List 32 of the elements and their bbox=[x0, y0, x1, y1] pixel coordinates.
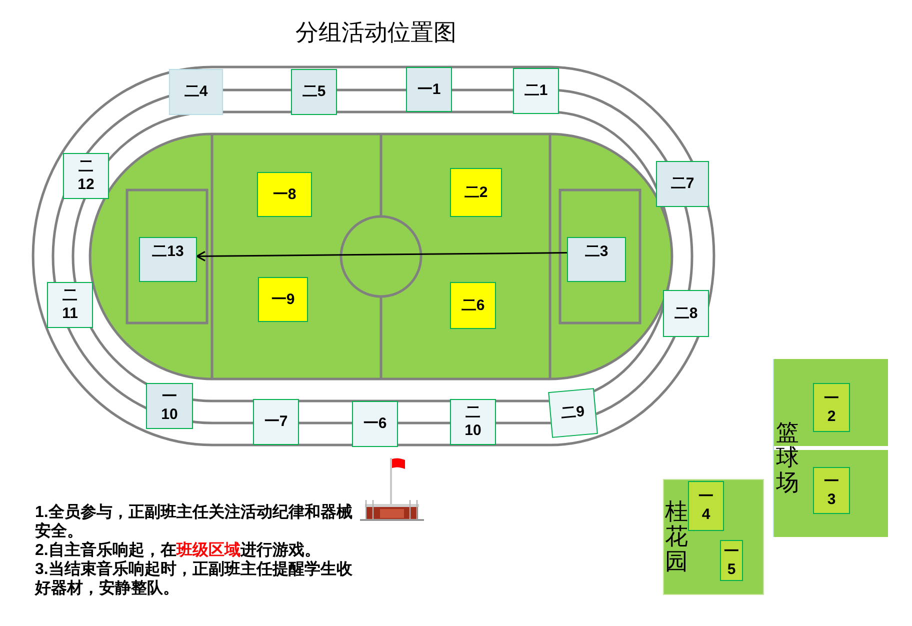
class-position-marker: 一4 bbox=[688, 481, 724, 531]
class-position-marker: 二4 bbox=[169, 69, 223, 115]
diagram-title: 分组活动位置图 bbox=[294, 19, 458, 48]
class-position-marker: 二1 bbox=[513, 68, 559, 114]
class-position-marker: 一5 bbox=[720, 540, 743, 581]
class-position-marker: 二2 bbox=[450, 168, 502, 217]
class-position-marker: 二8 bbox=[663, 290, 709, 337]
arrow bbox=[196, 250, 567, 262]
class-position-marker: 一7 bbox=[253, 399, 299, 445]
class-position-marker: 一9 bbox=[258, 277, 308, 322]
note-text: 2.自主音乐响起，在班级区域进行游戏。 bbox=[35, 541, 322, 560]
class-position-marker: 二7 bbox=[656, 161, 709, 207]
class-position-marker: 二11 bbox=[47, 282, 93, 328]
area-label: 桂花园 bbox=[664, 500, 689, 575]
class-position-marker: 二5 bbox=[291, 69, 337, 115]
class-position-marker: 一8 bbox=[257, 172, 312, 217]
class-position-marker: 一10 bbox=[146, 383, 193, 429]
class-position-marker: 二13 bbox=[139, 237, 197, 282]
class-position-marker: 二10 bbox=[450, 399, 496, 445]
class-position-marker: 二3 bbox=[567, 237, 626, 282]
class-position-marker: 二12 bbox=[63, 153, 109, 199]
class-position-marker: 二9 bbox=[548, 388, 598, 438]
note-text: 3.当结束音乐响起时，正副班主任提醒学生收好器材，安静整队。 bbox=[35, 560, 354, 598]
basketball-court bbox=[773, 359, 888, 537]
garden-area bbox=[663, 479, 764, 595]
class-position-marker: 一2 bbox=[813, 383, 850, 432]
class-position-marker: 一6 bbox=[352, 401, 398, 447]
area-label: 篮球场 bbox=[775, 421, 800, 496]
note-text: 1.全员参与，正副班主任关注活动纪律和器械安全。 bbox=[35, 503, 354, 541]
class-position-marker: 一1 bbox=[406, 67, 452, 112]
class-position-marker: 二6 bbox=[450, 282, 496, 329]
class-position-marker: 一3 bbox=[813, 467, 850, 514]
